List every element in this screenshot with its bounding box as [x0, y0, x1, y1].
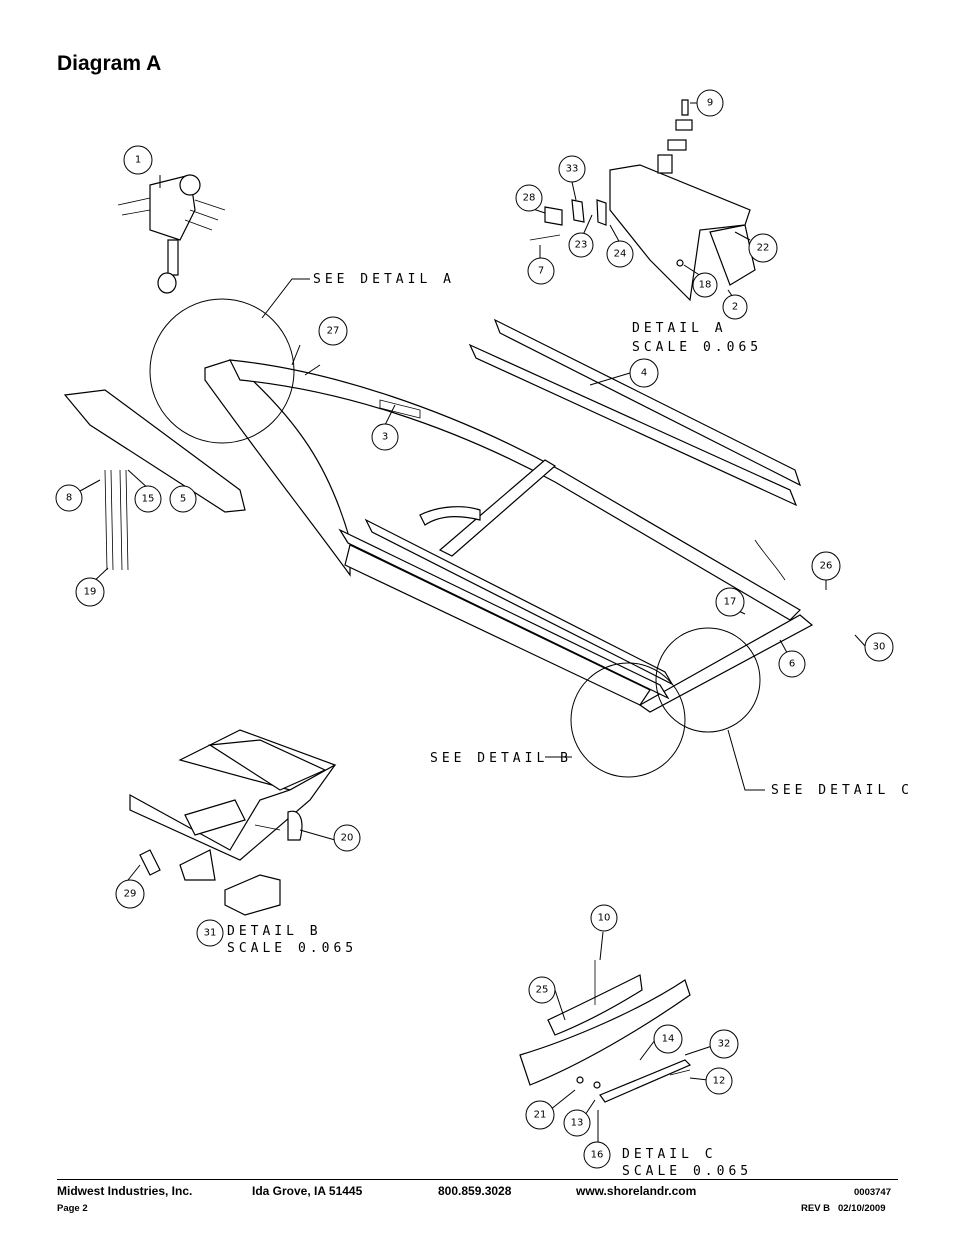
svg-text:13: 13 — [571, 1118, 584, 1129]
svg-text:3: 3 — [382, 432, 388, 443]
callout-3: 3 — [371, 423, 399, 451]
callout-12: 12 — [705, 1067, 733, 1095]
safety-chains — [104, 469, 129, 571]
svg-text:33: 33 — [566, 164, 579, 175]
svg-text:25: 25 — [536, 985, 549, 996]
callout-20: 20 — [333, 824, 361, 852]
callout-15: 15 — [134, 485, 162, 513]
callout-13: 13 — [563, 1109, 591, 1137]
detail-a-circle — [149, 298, 295, 444]
callout-30: 30 — [864, 632, 894, 662]
svg-text:9: 9 — [707, 98, 713, 109]
callout-22: 22 — [748, 233, 778, 263]
footer-rule — [57, 1179, 898, 1180]
svg-text:16: 16 — [591, 1150, 604, 1161]
see-detail-c-label: SEE DETAIL C — [771, 783, 913, 798]
svg-text:5: 5 — [180, 494, 186, 505]
svg-text:20: 20 — [341, 833, 354, 844]
callout-14: 14 — [653, 1024, 683, 1054]
detail-c-circle — [655, 627, 761, 733]
svg-text:10: 10 — [598, 913, 611, 924]
detail-c-title: DETAIL C — [622, 1147, 717, 1162]
svg-text:22: 22 — [757, 243, 770, 254]
detail-b-circle — [570, 662, 686, 778]
svg-text:12: 12 — [713, 1076, 726, 1087]
svg-text:2: 2 — [732, 302, 738, 313]
callout-24: 24 — [606, 240, 634, 268]
detail-c — [519, 960, 692, 1103]
footer-website[interactable]: www.shorelandr.com — [576, 1184, 697, 1198]
detail-a-scale: SCALE 0.065 — [632, 340, 762, 355]
callout-2: 2 — [722, 294, 748, 320]
footer-company: Midwest Industries, Inc. — [57, 1184, 193, 1198]
callout-balloons: 1 2 3 4 5 6 7 8 9 10 12 13 14 15 16 17 1… — [55, 89, 894, 1169]
footer-doc-number: 0003747 — [854, 1187, 891, 1198]
svg-text:24: 24 — [614, 249, 627, 260]
detail-a-title: DETAIL A — [632, 321, 727, 336]
callout-21: 21 — [525, 1100, 555, 1130]
svg-text:1: 1 — [135, 155, 141, 166]
callout-4: 4 — [629, 358, 659, 388]
footer-revision: REV B 02/10/2009 — [801, 1203, 886, 1214]
detail-b-title: DETAIL B — [227, 924, 322, 939]
svg-text:17: 17 — [724, 597, 737, 608]
svg-text:21: 21 — [534, 1110, 547, 1121]
footer-location: Ida Grove, IA 51445 — [252, 1184, 363, 1198]
callout-28: 28 — [515, 184, 543, 212]
svg-text:15: 15 — [142, 494, 155, 505]
detail-a-coupler — [529, 99, 756, 302]
svg-text:28: 28 — [523, 193, 536, 204]
footer-phone: 800.859.3028 — [438, 1184, 512, 1198]
callout-8: 8 — [55, 484, 83, 512]
detail-c-scale: SCALE 0.065 — [622, 1164, 752, 1179]
detail-b-scale: SCALE 0.065 — [227, 941, 357, 956]
see-detail-a-label: SEE DETAIL A — [313, 272, 455, 287]
svg-text:6: 6 — [789, 659, 795, 670]
svg-text:30: 30 — [873, 642, 886, 653]
callout-10: 10 — [590, 904, 618, 932]
svg-text:4: 4 — [641, 368, 647, 379]
callout-7: 7 — [527, 257, 555, 285]
callout-9: 9 — [696, 89, 724, 117]
callout-31: 31 — [196, 919, 224, 947]
main-frame — [63, 318, 814, 713]
callout-6: 6 — [778, 650, 806, 678]
callout-29: 29 — [115, 879, 145, 909]
callout-1: 1 — [123, 145, 153, 175]
svg-text:23: 23 — [575, 240, 588, 251]
winch-stand — [117, 174, 226, 294]
detail-b — [129, 729, 337, 916]
page-title: Diagram A — [57, 52, 162, 75]
callout-25: 25 — [528, 976, 556, 1004]
svg-text:19: 19 — [84, 587, 97, 598]
svg-text:31: 31 — [204, 928, 217, 939]
svg-text:27: 27 — [327, 326, 340, 337]
callout-26: 26 — [811, 551, 841, 581]
svg-text:32: 32 — [718, 1039, 731, 1050]
see-detail-b-label: SEE DETAIL B — [430, 751, 572, 766]
callout-5: 5 — [169, 485, 197, 513]
svg-text:8: 8 — [66, 493, 72, 504]
callout-17: 17 — [715, 587, 745, 617]
callout-16: 16 — [583, 1141, 611, 1169]
callout-23: 23 — [568, 232, 594, 258]
callout-27: 27 — [318, 316, 348, 346]
callout-32: 32 — [709, 1029, 739, 1059]
svg-text:26: 26 — [820, 561, 833, 572]
svg-text:14: 14 — [662, 1034, 675, 1045]
callout-19: 19 — [75, 577, 105, 607]
callout-18: 18 — [692, 272, 718, 298]
svg-text:7: 7 — [538, 266, 544, 277]
svg-text:29: 29 — [124, 889, 137, 900]
footer-page: Page 2 — [57, 1203, 88, 1214]
svg-text:18: 18 — [699, 280, 712, 291]
callout-33: 33 — [558, 155, 586, 183]
